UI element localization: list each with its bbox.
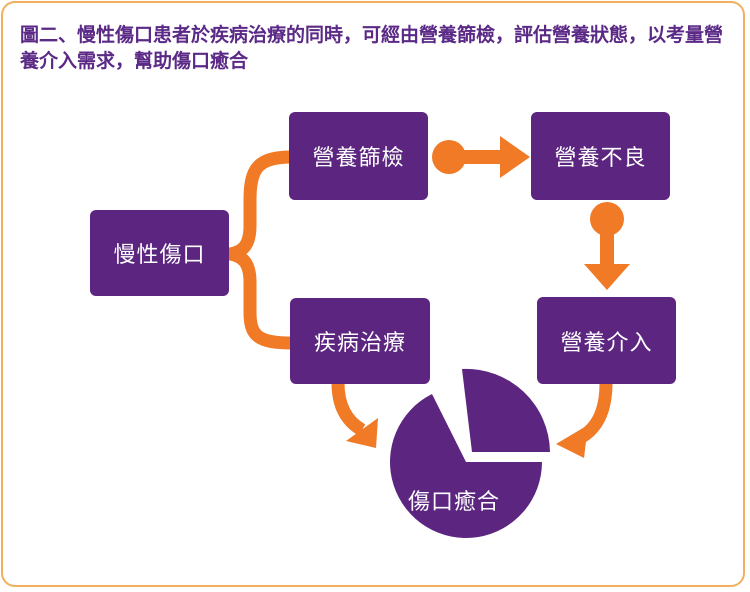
- arrow-intervention-head: [556, 425, 588, 458]
- arrow-screening-shaft: [449, 150, 503, 164]
- node-nutrition-screening: 營養篩檢: [289, 112, 428, 200]
- node-disease-treatment: 疾病治療: [290, 298, 430, 384]
- node-nutrition-intervention: 營養介入: [537, 297, 676, 384]
- node-malnutrition: 營養不良: [531, 112, 670, 200]
- arrow-screening-head: [500, 136, 530, 178]
- pie-small-slice: [462, 368, 550, 452]
- arrow-malnutrition-shaft: [600, 219, 614, 267]
- arrow-treatment-head: [346, 418, 378, 448]
- pie-large-slice: [390, 394, 542, 538]
- arrow-malnutrition-head: [584, 264, 630, 290]
- node-wound-healing: 傷口癒合: [407, 490, 500, 515]
- figure-caption: 圖二、慢性傷口患者於疾病治療的同時，可經由營養篩檢，評估營養狀態，以考量營養介入…: [20, 24, 724, 72]
- node-chronic-wound: 慢性傷口: [90, 210, 229, 296]
- brace-connector: [228, 150, 299, 350]
- arrow-treatment-shaft: [331, 382, 366, 436]
